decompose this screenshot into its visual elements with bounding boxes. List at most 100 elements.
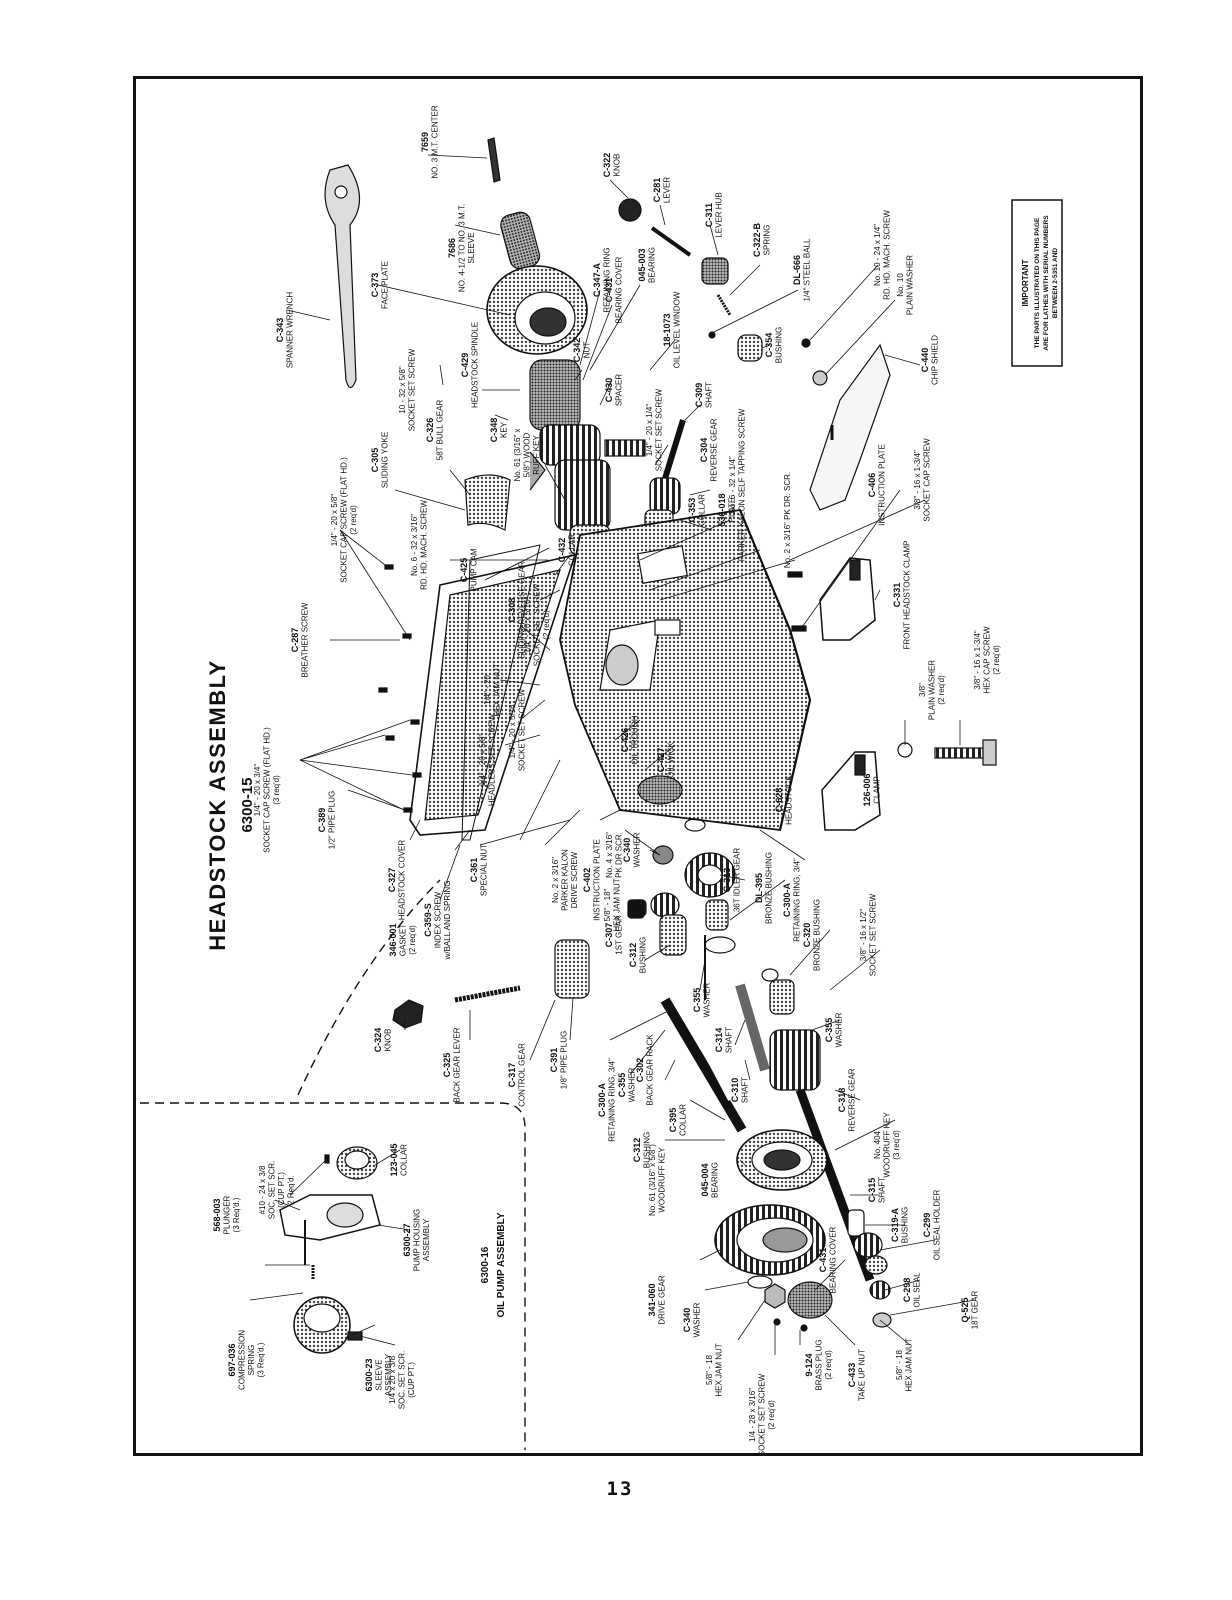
part-label-c355c: C-355WASHER — [617, 1067, 637, 1102]
important-note-box — [1011, 199, 1063, 367]
part-number: C-302 — [635, 1058, 645, 1083]
part-number: C-343 — [275, 318, 285, 343]
part-description: (2 req'd) — [824, 1350, 833, 1380]
part-description: REVERSE GEAR — [710, 418, 719, 481]
part-description: BUSHING — [639, 937, 648, 973]
part-number: 123-045 — [389, 1143, 399, 1176]
part-number: C-313 — [722, 868, 732, 893]
part-label-c319a: C-319-ABUSHING — [890, 1207, 910, 1243]
part-description: No. 6 - 32 x 3/16" — [410, 514, 419, 576]
part-label-nr10: No. 10 - 24 x 1/4"RD. HD. MACH. SCREW — [873, 210, 892, 300]
part-number: 6300-23 — [364, 1358, 374, 1391]
part-number: 18-1073 — [662, 313, 672, 346]
part-number: C-309 — [694, 383, 704, 408]
part-description: HEX JAM NUT — [493, 663, 502, 716]
part-number: 045-003 — [637, 248, 647, 281]
part-description: BRONZE BUSHING — [765, 852, 774, 924]
part-number: C-354 — [764, 333, 774, 358]
part-label-p630027: 6300-27PUMP HOUSINGASSEMBLY — [402, 1209, 431, 1272]
part-description: RD. HD. MACH. SCREW — [883, 210, 892, 300]
part-label-c402: C-402INSTRUCTION PLATE — [582, 839, 602, 921]
part-description: TAKE UP NUT — [858, 1349, 867, 1401]
part-number: C-298 — [902, 1278, 912, 1303]
part-label-c340b: C-340WASHER — [682, 1302, 702, 1337]
part-description: No. 61 (3/16" x 5/8") — [648, 1144, 657, 1216]
part-label-hjn5818c: 5/8" - 18HEX JAM NUT — [895, 1338, 914, 1391]
part-number: C-281 — [652, 178, 662, 203]
part-description: SOCKET CAP SCREW (FLAT HD.) — [340, 457, 349, 583]
part-description: PLUNGER — [223, 1195, 232, 1234]
part-description: SOC. SET SCR. — [398, 1351, 407, 1410]
part-number: C-355 — [617, 1073, 627, 1098]
part-description: HEX JAM NUT — [905, 1338, 914, 1391]
part-description: HEADLESS SET SCREW — [488, 713, 497, 806]
page-subtitle: 6300-15 — [239, 777, 256, 832]
part-description: PARKER KALON SELF TAPPING SCREW — [738, 408, 747, 561]
part-number: 7659 — [420, 132, 430, 152]
part-description: 5/8") WOOD — [523, 432, 532, 477]
part-description: OIL WICK — [667, 741, 676, 777]
part-number: C-315 — [867, 1178, 877, 1203]
part-label-c310: C-310SHAFT — [730, 1077, 750, 1103]
part-label-c373: C-373FACE PLATE — [370, 261, 390, 309]
part-label-c304: C-304REVERSE GEAR — [699, 418, 719, 481]
part-number: C-326 — [425, 418, 435, 443]
part-label-c440: C-440CHIP SHIELD — [920, 335, 940, 385]
part-description: SLIDING REVERSE GEAR — [518, 561, 527, 659]
part-label-c302: C-302BACK GEAR RACK — [635, 1034, 655, 1106]
part-label-c299: C-299OIL SEAL HOLDER — [922, 1190, 942, 1261]
part-number: C-432 — [557, 538, 567, 563]
part-description: SPANNER WRENCH — [286, 292, 295, 369]
part-description: (2 req'd) — [349, 505, 358, 535]
part-label-c427: C-427OIL WICK — [656, 741, 676, 777]
part-description: SHAFT — [705, 382, 714, 408]
part-label-c343: C-343SPANNER WRENCH — [275, 292, 295, 369]
part-description: WASHER — [835, 1012, 844, 1047]
part-description: (2 req'd) — [937, 675, 946, 705]
part-description: KNOB — [384, 1029, 393, 1052]
part-description: SOCKET SET SCREW — [758, 1373, 767, 1456]
part-description: LEVER HUB — [715, 192, 724, 237]
part-description: 5/8" - 18 — [895, 1349, 904, 1380]
part-label-hjn5818: 5/8" - 18"HEX JAM NUT — [603, 878, 622, 931]
part-number: C-304 — [699, 438, 709, 463]
page-border — [133, 76, 1143, 1456]
part-number: Q-525 — [960, 1297, 970, 1322]
part-description: BRASS PLUG — [815, 1339, 824, 1390]
part-description: BUSHING — [643, 1132, 652, 1168]
part-label-wr61: No. 61 (3/16" x5/8") WOODRUFF KEY — [513, 428, 541, 481]
part-number: C-312 — [632, 1138, 642, 1163]
part-description: KEY — [500, 421, 509, 438]
part-number: C-348 — [489, 418, 499, 443]
part-description: 5/8" - 18 — [705, 1354, 714, 1385]
part-description: SPRING — [247, 1345, 256, 1376]
part-number: 568-003 — [212, 1198, 222, 1231]
part-description: PUMP HOUSING — [413, 1209, 422, 1272]
part-number: C-389 — [317, 808, 327, 833]
part-description: RD. HD. MACH. SCREW — [420, 500, 429, 590]
part-description: WOODRUFF KEY — [658, 1147, 667, 1213]
part-number: C-373 — [370, 273, 380, 298]
part-description: SHAFT — [741, 1077, 750, 1103]
headstock-cover-drawing — [409, 553, 577, 836]
spindle-drawing — [529, 359, 646, 556]
part-label-c325: C-325BACK GEAR LEVER — [442, 1027, 462, 1102]
part-description: REVERSE GEAR — [848, 1068, 857, 1131]
part-description: PLAIN WASHER — [906, 255, 915, 315]
part-label-scs381634: 3/8" - 16 x 1-3/4"SOCKET CAP SCREW — [913, 438, 932, 522]
part-label-c389: C-3891/2" PIPE PLUG — [317, 791, 337, 849]
part-label-c311: C-311LEVER HUB — [704, 192, 724, 237]
part-label-c359s: C-359-SINDEX SCREWw/BALL AND SPRING — [423, 881, 452, 961]
part-label-c628: C-628HEADSTOCK — [774, 775, 794, 825]
part-label-c327: C-327HEADSTOCK COVER — [387, 840, 407, 921]
part-description: SOCKET CAP SCREW — [923, 438, 932, 522]
part-label-sss1420516: 1/4" - 20 x 5/16"SOCKET SET SCREW(2 req'… — [523, 583, 551, 666]
part-description: WASHER — [703, 982, 712, 1017]
part-description: SOCKET SET SCREW — [533, 583, 542, 666]
part-number: C-355 — [824, 1018, 834, 1043]
part-label-c342: C-342NUT — [572, 338, 592, 363]
part-description: SLIDING YOKE — [381, 432, 390, 488]
part-description: COLLAR — [698, 494, 707, 526]
part-label-nw10: No. 10PLAIN WASHER — [896, 255, 915, 315]
part-description: HEADSTOCK — [785, 775, 794, 825]
